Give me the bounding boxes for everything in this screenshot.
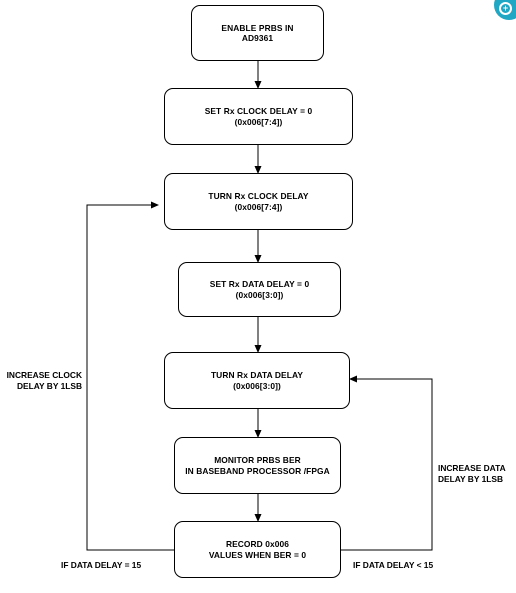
step-turn-clock-delay: TURN Rx CLOCK DELAY (0x006[7:4]): [164, 173, 353, 230]
step-3-line-1: TURN Rx CLOCK DELAY: [208, 191, 309, 201]
step-1-line-1: ENABLE PRBS IN: [221, 22, 294, 33]
step-1-line-2: AD9361: [241, 33, 274, 43]
step-4-line-2: (0x006[3:0]): [235, 289, 284, 300]
loop-right-label-line-2: DELAY BY 1LSB: [438, 473, 504, 484]
step-monitor-prbs-ber: MONITOR PRBS BER IN BASEBAND PROCESSOR /…: [174, 437, 341, 494]
loop-right-label: INCREASE DATA DELAY BY 1LSB: [438, 463, 506, 484]
step-6-line-1: MONITOR PRBS BER: [214, 455, 301, 465]
step-7-line-1: RECORD 0x006: [225, 539, 290, 549]
step-5-line-2: (0x006[3:0]): [233, 380, 281, 391]
loop-left-label-line-1: INCREASE CLOCK: [6, 370, 82, 380]
step-set-clock-delay: SET Rx CLOCK DELAY = 0 (0x006[7:4]): [164, 88, 353, 145]
step-3-line-2: (0x006[7:4]): [234, 201, 283, 212]
zoom-button[interactable]: +: [494, 0, 516, 20]
step-set-data-delay: SET Rx DATA DELAY = 0 (0x006[3:0]): [178, 262, 341, 317]
loop-right-arrow: [341, 375, 433, 551]
step-turn-data-delay: TURN Rx DATA DELAY (0x006[3:0]): [164, 352, 350, 409]
step-5-line-1: TURN Rx DATA DELAY: [210, 370, 304, 380]
step-6-line-2: IN BASEBAND PROCESSOR /FPGA: [185, 465, 330, 476]
loop-right-condition: IF DATA DELAY < 15: [353, 560, 434, 570]
step-enable-prbs: ENABLE PRBS IN AD9361: [191, 5, 324, 61]
zoom-in-icon: +: [499, 2, 512, 15]
loop-right-label-line-1: INCREASE DATA: [438, 463, 506, 473]
loop-left-label: INCREASE CLOCK DELAY BY 1LSB: [1, 370, 82, 391]
step-record-values: RECORD 0x006 VALUES WHEN BER = 0: [174, 521, 341, 578]
step-7-line-2: VALUES WHEN BER = 0: [208, 549, 307, 560]
step-2-line-2: (0x006[7:4]): [234, 116, 283, 127]
loop-left-condition: IF DATA DELAY = 15: [61, 560, 142, 570]
step-4-line-1: SET Rx DATA DELAY = 0: [209, 279, 310, 289]
step-2-line-1: SET Rx CLOCK DELAY = 0: [204, 106, 313, 116]
loop-left-arrow: [86, 201, 174, 551]
loop-left-label-line-2: DELAY BY 1LSB: [16, 380, 82, 391]
